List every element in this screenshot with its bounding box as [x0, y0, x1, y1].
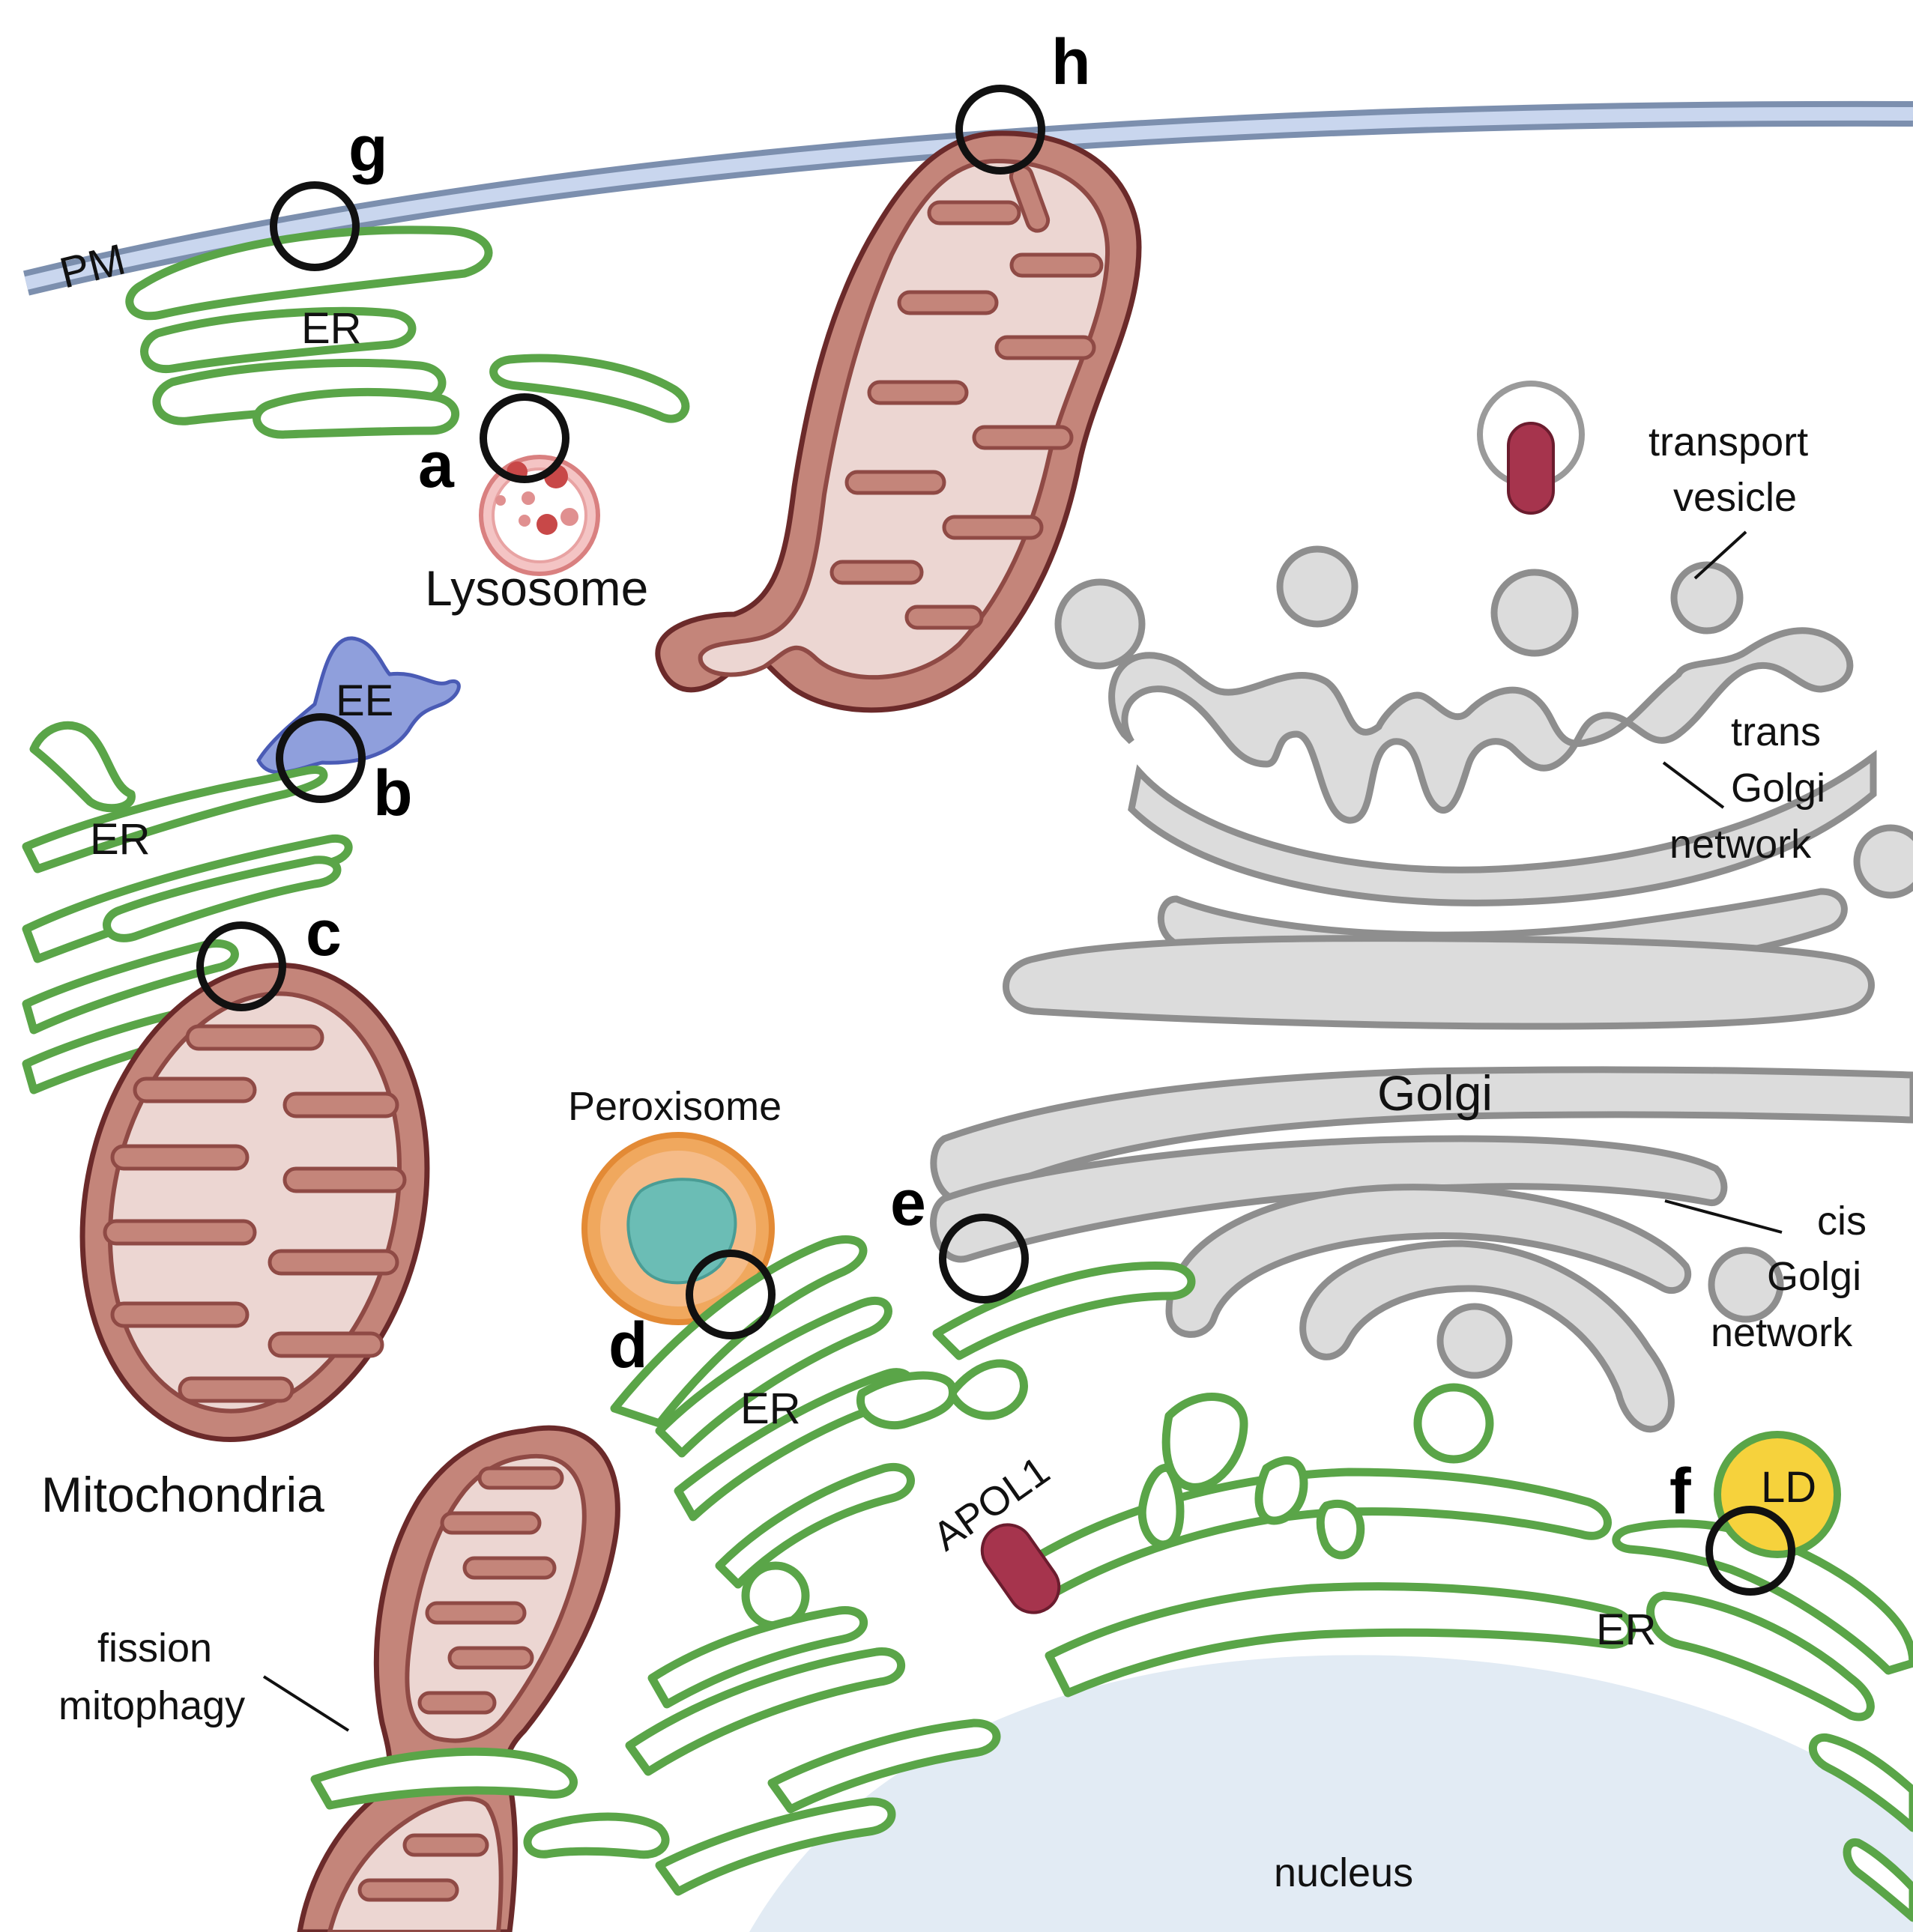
label-ee: EE: [336, 676, 393, 725]
lipid-droplet: [1714, 1431, 1841, 1558]
apol1-molecule: [980, 1523, 1061, 1614]
label-ld: LD: [1761, 1463, 1816, 1512]
label-trans-1: trans: [1731, 709, 1821, 754]
label-cis-2: Golgi: [1767, 1254, 1861, 1299]
label-er-right: ER: [1596, 1605, 1657, 1654]
label-transport-1: transport: [1648, 420, 1808, 464]
label-er-mid: ER: [740, 1384, 801, 1433]
contact-ring-e: [939, 1214, 1029, 1303]
label-peroxisome: Peroxisome: [568, 1084, 782, 1129]
letter-f: f: [1669, 1456, 1691, 1527]
transport-vesicle-apol1: [1477, 381, 1585, 515]
contact-ring-h: [955, 85, 1045, 175]
label-trans-2: Golgi: [1731, 766, 1825, 811]
label-cis-1: cis: [1817, 1199, 1867, 1244]
label-fission-1: fission: [97, 1626, 212, 1671]
er-top-left: [125, 225, 690, 439]
leader-fission: [262, 1675, 350, 1732]
leader-cis-golgi: [1664, 1199, 1783, 1234]
contact-ring-d: [686, 1250, 776, 1339]
label-pm: PM: [55, 234, 130, 297]
leader-trans-golgi: [1662, 761, 1725, 809]
letter-a: a: [418, 429, 455, 501]
letter-e: e: [890, 1167, 926, 1239]
early-endosome: [256, 636, 461, 775]
label-cis-3: network: [1711, 1310, 1853, 1355]
label-golgi: Golgi: [1377, 1065, 1493, 1121]
nucleus: [749, 1655, 1913, 1932]
label-er-left: ER: [90, 815, 151, 864]
contact-ring-f: [1705, 1506, 1795, 1596]
label-er-top: ER: [301, 304, 362, 353]
letter-b: b: [373, 757, 413, 829]
contact-ring-a: [480, 393, 569, 483]
letter-d: d: [608, 1309, 648, 1381]
label-transport-2: vesicle: [1673, 475, 1797, 520]
contact-ring-g: [270, 181, 360, 271]
mitochondrion-left: [79, 963, 430, 1442]
label-fission-2: mitophagy: [58, 1683, 245, 1728]
leader-transport-vesicle: [1693, 530, 1747, 580]
contact-ring-c: [196, 921, 286, 1011]
mitochondrion-fission: [297, 1425, 620, 1932]
contact-ring-b: [276, 713, 366, 803]
mitochondrion-top: [655, 130, 1142, 713]
label-trans-3: network: [1669, 822, 1812, 867]
letter-c: c: [306, 897, 342, 969]
plasma-membrane: [23, 100, 1913, 296]
letter-g: g: [348, 113, 388, 185]
label-nucleus: nucleus: [1274, 1850, 1413, 1895]
label-lysosome: Lysosome: [425, 560, 648, 616]
label-mitochondria: Mitochondria: [41, 1467, 324, 1522]
letter-h: h: [1051, 26, 1091, 98]
golgi-apparatus: [930, 545, 1913, 1433]
